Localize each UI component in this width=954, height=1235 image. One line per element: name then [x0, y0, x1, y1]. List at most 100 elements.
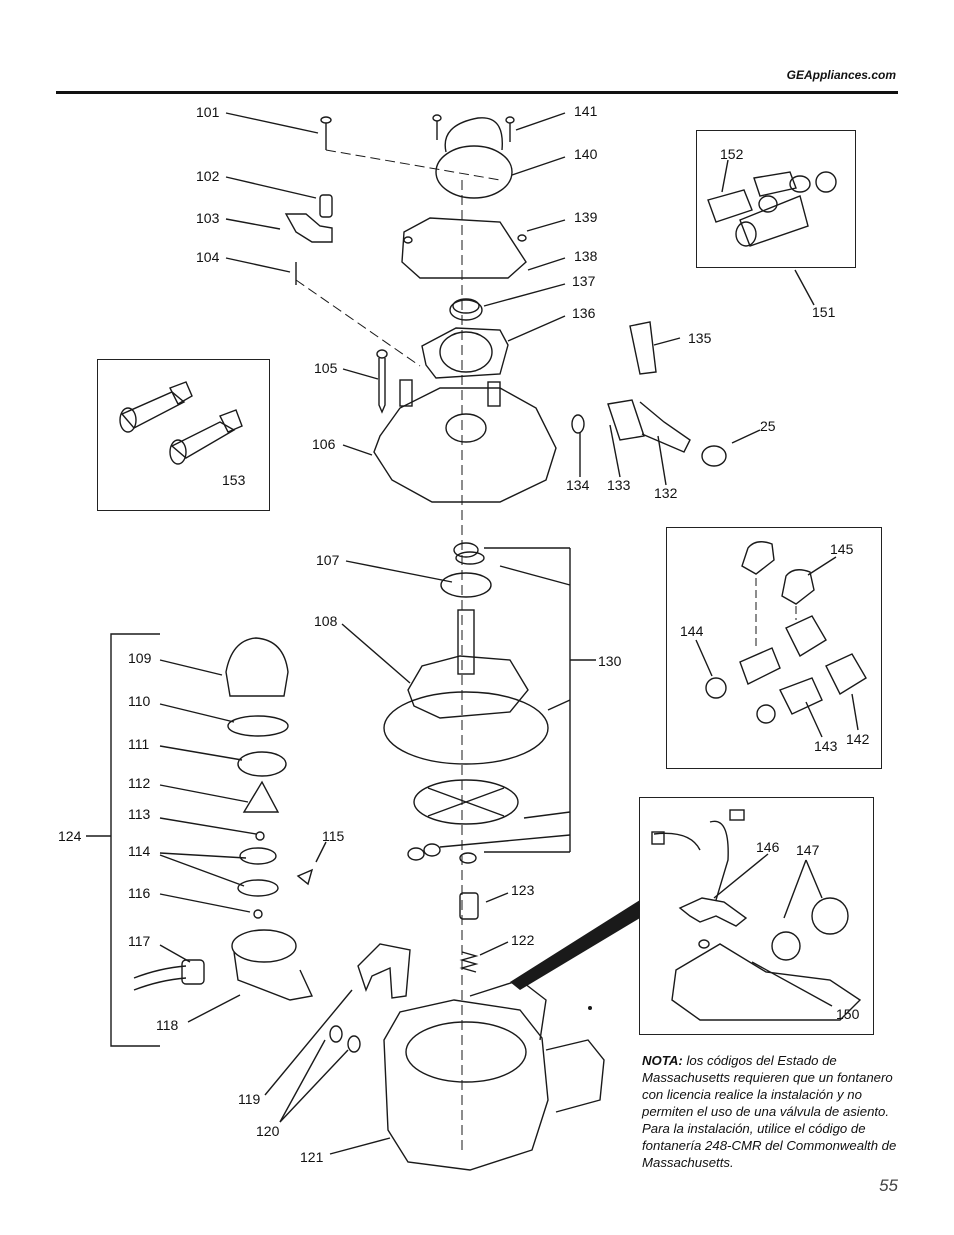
- note-text: los códigos del Estado de Massachusetts …: [642, 1053, 897, 1170]
- callout-141: 141: [574, 103, 598, 119]
- housing-118: [231, 929, 297, 963]
- callout-143: 143: [814, 738, 838, 754]
- callout-107: 107: [316, 552, 340, 568]
- callout-144: 144: [680, 623, 704, 639]
- callout-151: 151: [812, 304, 836, 320]
- callout-102: 102: [196, 168, 220, 184]
- part-114b: [237, 879, 279, 897]
- callout-115: 115: [322, 828, 345, 844]
- callout-103: 103: [196, 210, 220, 226]
- base-121: [383, 999, 549, 1171]
- callout-139: 139: [574, 209, 598, 225]
- valve-body-106: [373, 387, 557, 503]
- callout-137: 137: [572, 273, 596, 289]
- callout-135: 135: [688, 330, 712, 346]
- page-number: 55: [879, 1176, 898, 1195]
- fittings-142-145: [705, 541, 867, 724]
- callout-120: 120: [256, 1123, 280, 1139]
- inset-box-151: [696, 130, 856, 268]
- callout-108: 108: [314, 613, 338, 629]
- part-103: [284, 213, 333, 243]
- clip-119: [357, 943, 411, 999]
- callout-116: 116: [128, 885, 151, 901]
- callout-101: 101: [196, 104, 220, 120]
- motor-140: [435, 145, 513, 199]
- callout-146: 146: [756, 839, 780, 855]
- callout-140: 140: [574, 146, 598, 162]
- clip-135: [629, 321, 657, 375]
- part-116: [253, 909, 263, 919]
- part-115: [296, 868, 314, 886]
- callout-110: 110: [128, 693, 151, 709]
- callout-142: 142: [846, 731, 870, 747]
- plate-138: [401, 217, 527, 279]
- seal-130b: [383, 691, 549, 765]
- callout-133: 133: [607, 477, 631, 493]
- callout-145: 145: [830, 541, 854, 557]
- callout-106: 106: [312, 436, 336, 452]
- parts-146-150: [651, 809, 862, 1021]
- fitting-132: [639, 401, 691, 453]
- callout-118: 118: [156, 1017, 179, 1033]
- callout-109: 109: [128, 650, 152, 666]
- note-label: NOTA:: [642, 1053, 683, 1068]
- part-113: [255, 831, 265, 841]
- oring-120a: [329, 1025, 343, 1043]
- part-111: [237, 751, 287, 777]
- callout-136: 136: [572, 305, 596, 321]
- part-108: [407, 655, 529, 719]
- part-114a: [239, 847, 277, 865]
- callout-138: 138: [574, 248, 598, 264]
- screw-101: [320, 116, 332, 150]
- shaft-108: [457, 609, 475, 675]
- gear-136: [421, 327, 509, 379]
- inset-box-142-145: [666, 527, 882, 769]
- fitting-117: [181, 959, 205, 985]
- grid-130c: [413, 779, 519, 825]
- callout-150: 150: [836, 1006, 860, 1022]
- fittings-153: [119, 381, 243, 465]
- part-123: [459, 892, 479, 920]
- callout-119: 119: [238, 1091, 261, 1107]
- cap-109: [225, 637, 289, 697]
- oring-134: [571, 414, 585, 434]
- callout-134: 134: [566, 477, 590, 493]
- massachusetts-note: NOTA: los códigos del Estado de Massachu…: [642, 1052, 904, 1171]
- part-112: [242, 780, 280, 813]
- oring-110: [227, 715, 289, 737]
- callout-152: 152: [720, 146, 744, 162]
- zoom-indicator: [510, 900, 640, 990]
- spring-122: [459, 951, 479, 973]
- callout-111: 111: [128, 736, 150, 752]
- callout-25: 25: [760, 418, 776, 434]
- callout-113: 113: [128, 806, 151, 822]
- ring-137: [449, 299, 483, 321]
- callout-123: 123: [511, 882, 535, 898]
- callout-130: 130: [598, 653, 622, 669]
- header-rule: [56, 91, 898, 94]
- oring-120b: [347, 1035, 361, 1053]
- bracket-130: [439, 547, 596, 853]
- callout-104: 104: [196, 249, 220, 265]
- callout-114: 114: [128, 843, 151, 859]
- part-102: [319, 194, 333, 218]
- callout-153: 153: [222, 472, 246, 488]
- callout-121: 121: [300, 1149, 324, 1165]
- callout-124: 124: [58, 828, 82, 844]
- callout-122: 122: [511, 932, 535, 948]
- callout-147: 147: [796, 842, 820, 858]
- callout-117: 117: [128, 933, 151, 949]
- oring-130a: [453, 542, 479, 558]
- callout-132: 132: [654, 485, 678, 501]
- clip-25: [701, 445, 727, 467]
- inset-box-153: [97, 359, 270, 511]
- callout-105: 105: [314, 360, 338, 376]
- screw-105: [376, 349, 388, 414]
- fitting-133: [607, 399, 645, 441]
- leader-lines: [159, 112, 859, 1155]
- fittings-152: [707, 171, 837, 247]
- site-url: GEAppliances.com: [786, 68, 896, 82]
- part-107: [440, 572, 492, 598]
- bracket-124: [86, 633, 160, 1047]
